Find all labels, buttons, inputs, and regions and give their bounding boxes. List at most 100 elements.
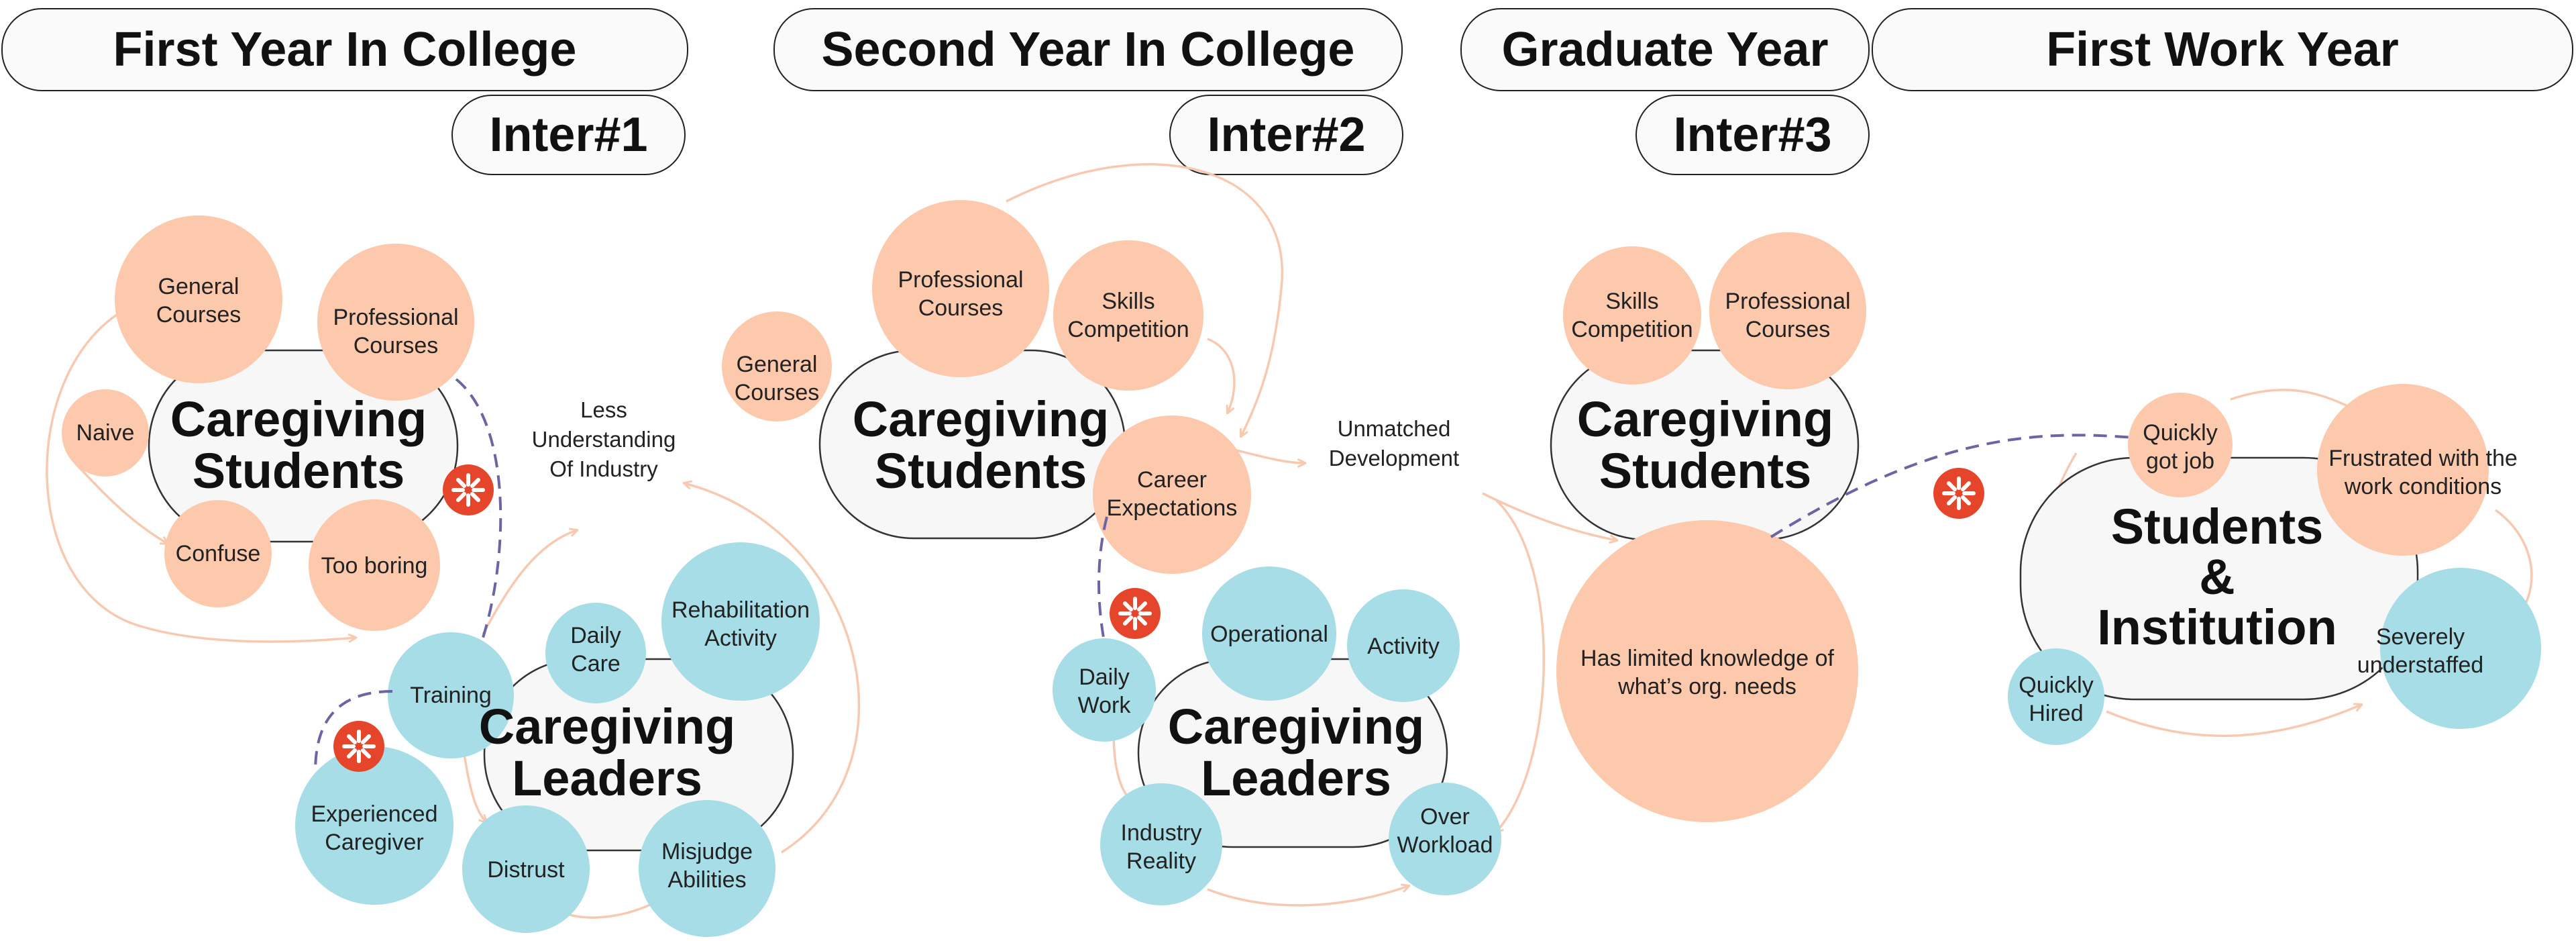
bubble-label: Skills xyxy=(1605,289,1658,314)
bubble-label: Confuse xyxy=(176,541,261,566)
bubble-label: Over xyxy=(1420,804,1470,830)
bubble-label: Frustrated with the xyxy=(2328,446,2518,471)
bubble-label: Courses xyxy=(1746,317,1831,342)
dashed-boring-to-training xyxy=(455,378,502,638)
phase-first-work-year-pill: First Work Year xyxy=(1872,8,2573,91)
bubble-frustrated xyxy=(2317,384,2489,556)
arrow-boring-to-less xyxy=(482,530,577,635)
dashed-limited-to-gotjob xyxy=(1770,434,2134,538)
bubble-label: work conditions xyxy=(2344,474,2502,499)
hub-label: Caregiving xyxy=(1577,391,1833,447)
bubble-label: Daily xyxy=(1079,664,1130,690)
bubble-daily-care xyxy=(545,603,646,703)
bubble-limited-knowledge xyxy=(1556,520,1858,822)
bubble-label: Too boring xyxy=(321,553,428,579)
bubble-daily-work xyxy=(1053,638,1156,742)
bubble-label: Severely xyxy=(2376,624,2465,650)
phase-second-year-label: Second Year In College xyxy=(821,23,1355,77)
bubble-label: Distrust xyxy=(487,857,565,883)
hub-label: Institution xyxy=(2097,599,2337,655)
bubble-training xyxy=(388,632,514,758)
bubble-too-boring xyxy=(309,499,440,631)
bubble-over-workload xyxy=(1389,783,1501,895)
free-label-less-understanding: Of Industry xyxy=(549,456,658,481)
bubble-professional-courses-2 xyxy=(872,200,1049,377)
hub-label: Students xyxy=(875,443,1087,499)
bubble-label: what’s org. needs xyxy=(1617,674,1796,699)
bubble-operational xyxy=(1202,566,1336,701)
bubble-label: Hired xyxy=(2029,701,2083,726)
arrow-prof-to-career xyxy=(1006,163,1284,436)
bubble-label: Skills xyxy=(1102,289,1155,314)
bubble-label: Expectations xyxy=(1107,495,1238,521)
hub-label: Caregiving xyxy=(853,391,1109,447)
interview-2-label: Inter#2 xyxy=(1207,108,1366,162)
bubble-activity xyxy=(1347,589,1460,702)
bubble-label: Courses xyxy=(918,295,1004,321)
bubble-label: understaffed xyxy=(2357,652,2483,678)
blue-bubbles xyxy=(295,542,2541,937)
bubble-label: got job xyxy=(2146,448,2214,474)
phase-first-year-label: First Year In College xyxy=(113,23,577,77)
bubble-label: Daily xyxy=(570,623,621,648)
phase-first-year-pill: First Year In College xyxy=(1,8,688,91)
bubble-label: Reality xyxy=(1126,848,1196,874)
bubble-quickly-got-job xyxy=(2128,393,2233,497)
bubble-label: Has limited knowledge of xyxy=(1580,646,1835,671)
bubble-general-courses-2 xyxy=(722,311,832,422)
bubble-label: General xyxy=(158,274,239,299)
conflict-burst-icon xyxy=(1110,588,1161,639)
bubble-label: Competition xyxy=(1571,317,1693,342)
conflict-connectors xyxy=(314,378,2134,773)
phase-graduate-year-pill: Graduate Year xyxy=(1460,8,1870,91)
hub-label: Caregiving xyxy=(479,699,735,754)
bubble-career-expectations xyxy=(1093,415,1251,574)
arrow-industry-to-overworkload xyxy=(1207,886,1409,907)
arrow-misjudge-to-less xyxy=(684,483,861,854)
hub-label: Students xyxy=(1599,443,1812,499)
conflict-burst-icon xyxy=(333,721,384,772)
bubble-professional-courses-1 xyxy=(317,244,474,401)
arrow-training-to-distrust xyxy=(462,744,486,822)
arrow-unmatched-to-limited xyxy=(1482,492,1617,540)
bubble-label: Work xyxy=(1078,693,1132,718)
bubble-label: Professional xyxy=(333,305,458,330)
bubble-label: Activity xyxy=(1367,634,1440,659)
phase-graduate-year-label: Graduate Year xyxy=(1501,23,1829,77)
bubble-label: Professional xyxy=(1725,289,1850,314)
bubble-label: Quickly xyxy=(2019,673,2093,698)
bubble-label: Workload xyxy=(1397,832,1493,858)
hub-label: Students xyxy=(193,443,405,499)
bubble-rehabilitation-activity xyxy=(661,542,820,701)
arrow-general-to-boring xyxy=(46,311,356,642)
phase-first-work-year-label: First Work Year xyxy=(2046,23,2399,77)
bubble-label: Caregiver xyxy=(325,830,423,855)
bubble-skills-competition-3 xyxy=(1563,246,1701,385)
bubble-label: Training xyxy=(410,683,492,708)
bubble-misjudge-abilities xyxy=(639,800,775,937)
bubble-label: Courses xyxy=(735,380,820,405)
interview-3-label: Inter#3 xyxy=(1673,108,1832,162)
bubble-distrust xyxy=(462,805,590,933)
arrow-limited-to-overworkload xyxy=(1496,499,1545,832)
bubble-label: Career xyxy=(1137,467,1207,493)
bubble-label: Rehabilitation xyxy=(672,597,810,623)
interview-1-pill: Inter#1 xyxy=(451,95,686,175)
interview-1-label: Inter#1 xyxy=(489,108,648,162)
interview-2-pill: Inter#2 xyxy=(1169,95,1403,175)
bubble-label: Courses xyxy=(156,302,241,328)
arrow-skills-to-career xyxy=(1207,338,1236,413)
bubble-quickly-hired xyxy=(2008,648,2104,745)
bubble-severely-understaffed xyxy=(2380,568,2541,729)
arrow-naive-to-confuse xyxy=(74,462,168,544)
bubble-label: Care xyxy=(571,651,621,677)
bubble-industry-reality xyxy=(1100,783,1222,905)
interview-3-pill: Inter#3 xyxy=(1635,95,1870,175)
bubble-label: Professional xyxy=(898,267,1023,293)
bubble-label: Quickly xyxy=(2143,420,2217,446)
bubble-label: Misjudge xyxy=(661,839,753,864)
hub-label: Caregiving xyxy=(1168,699,1424,754)
bubble-label: Abilities xyxy=(667,867,746,893)
bubble-label: Industry xyxy=(1121,820,1202,846)
